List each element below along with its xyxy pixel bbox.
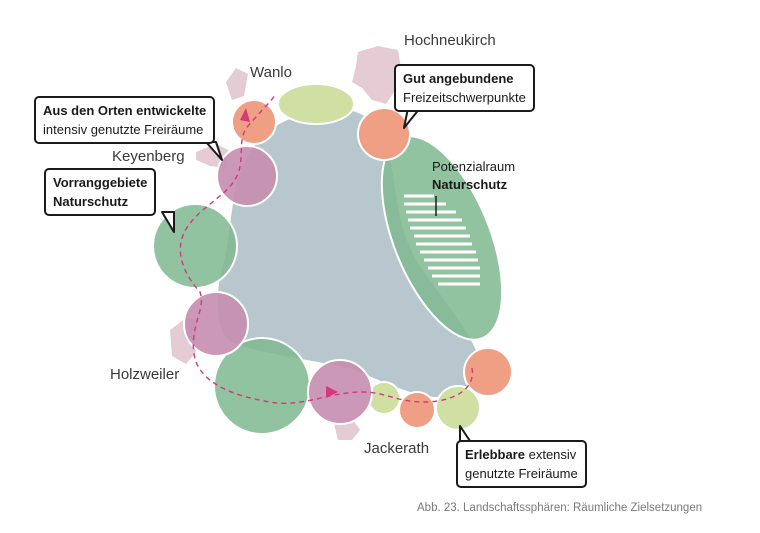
callout-freizeit: Gut angebundene Freizeitschwerpunkte [394,64,535,112]
route-arrow-icon-2 [240,108,250,122]
callout-freizeit-subtitle: Freizeitschwerpunkte [403,90,526,105]
callout-freizeit-title: Gut angebundene [403,71,514,86]
lightgreen-circle-jackerath [435,385,481,431]
lightgreen-circle-small [367,381,401,415]
place-label-hochneukirch: Hochneukirch [404,32,496,49]
callout-vorranggebiete: Vorranggebiete Naturschutz [44,168,157,216]
callout-tail-vorrang [161,211,175,233]
potenzialraum-hatching [404,194,480,286]
figure-caption: Abb. 23. Landschaftssphären: Räumliche Z… [417,502,703,514]
potenzialraum-label: Potenzialraum Naturschutz [432,158,515,194]
place-label-wanlo: Wanlo [250,64,292,81]
purple-circle-holzweiler [183,291,249,357]
salmon-circle-jackerath [398,391,436,429]
callout-erlebbar-line2: genutzte Freiräume [465,466,578,481]
place-label-keyenberg: Keyenberg [112,148,185,165]
callout-orte-title: Aus den Orten entwickelte [43,103,207,118]
purple-circle-keyenberg [216,145,278,207]
salmon-circle-wanlo [231,99,277,145]
callout-orte: Aus den Orten entwickelte intensiv genut… [34,96,216,144]
place-label-jackerath: Jackerath [364,440,430,457]
callout-erlebbar-bold: Erlebbare [465,447,525,462]
callout-erlebbar-rest: extensiv [524,447,577,462]
lightgreen-oval-wanlo [277,83,355,125]
dashed-route [179,93,474,404]
potenzialraum-line2: Naturschutz [432,177,508,192]
callout-vorrang-line2: Naturschutz [53,194,129,209]
salmon-circle-hochneukirch [357,107,411,161]
callout-erlebbar: Erlebbare extensiv genutzte Freiräume [456,440,587,488]
village-shape-hochneukirch [352,46,402,104]
callout-orte-subtitle: intensiv genutzte Freiräume [43,122,204,137]
callout-vorrang-line1: Vorranggebiete [53,175,148,190]
salmon-circle-east [463,347,513,397]
place-label-holzweiler: Holzweiler [110,366,180,383]
village-shape-wanlo [226,68,248,100]
route-arrow-icon [326,386,338,398]
potenzialraum-line1: Potenzialraum [432,159,516,174]
